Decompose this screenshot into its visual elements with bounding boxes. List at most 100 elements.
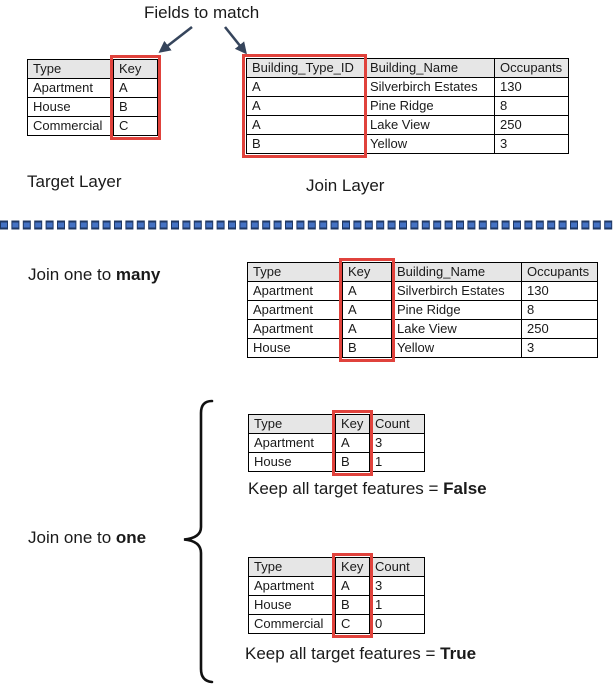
keep-features-false-prefix: Keep all target features =: [248, 479, 444, 498]
table-cell: House: [27, 97, 114, 117]
table-cell: 3: [369, 433, 425, 453]
table-cell: 3: [521, 338, 598, 358]
column-header: Type: [248, 414, 336, 434]
column-header: Occupants: [494, 58, 569, 78]
fields-to-match-title: Fields to match: [144, 3, 260, 22]
table-cell: Commercial: [27, 116, 114, 136]
table-cell: A: [246, 115, 365, 135]
table-cell: A: [342, 281, 392, 301]
keep-features-true-caption: Keep all target features = True: [245, 644, 476, 664]
join-one-to-many-label: Join one to many: [28, 265, 160, 285]
table-cell: House: [248, 595, 336, 615]
table-cell: Apartment: [248, 433, 336, 453]
table-cell: Apartment: [248, 576, 336, 596]
join-one-to-many-label-prefix: Join one to: [28, 265, 116, 284]
table-cell: Lake View: [391, 319, 522, 339]
table-cell: 8: [494, 96, 569, 116]
join-layer-label: Join Layer: [306, 176, 385, 195]
column-header: Count: [369, 557, 425, 577]
table-cell: 3: [494, 134, 569, 154]
column-header: Building_Name: [364, 58, 495, 78]
table-cell: Apartment: [247, 319, 343, 339]
table-cell: 250: [494, 115, 569, 135]
column-header: Building_Name: [391, 262, 522, 282]
table-cell: Yellow: [391, 338, 522, 358]
table-cell: Pine Ridge: [364, 96, 495, 116]
table-cell: 3: [369, 576, 425, 596]
table-cell: B: [335, 452, 370, 472]
table-cell: 8: [521, 300, 598, 320]
table-cell: C: [113, 116, 158, 136]
table-cell: A: [113, 78, 158, 98]
table-cell: B: [113, 97, 158, 117]
keep-features-true-prefix: Keep all target features =: [245, 644, 441, 663]
column-header: Key: [335, 557, 370, 577]
join-one-to-one-label: Join one to one: [28, 528, 146, 548]
join-one-to-many-label-bold: many: [115, 265, 161, 284]
one-to-one-brace-icon: [183, 399, 214, 684]
table-cell: C: [335, 614, 370, 634]
table-cell: B: [342, 338, 392, 358]
keep-features-true-value: True: [440, 644, 477, 663]
join-one-to-one-label-bold: one: [115, 528, 147, 547]
table-cell: A: [342, 300, 392, 320]
column-header: Building_Type_ID: [246, 58, 365, 78]
table-cell: Silverbirch Estates: [391, 281, 522, 301]
column-header: Occupants: [521, 262, 598, 282]
column-header: Count: [369, 414, 425, 434]
column-header: Key: [335, 414, 370, 434]
table-cell: Silverbirch Estates: [364, 77, 495, 97]
table-cell: B: [335, 595, 370, 615]
table-cell: Apartment: [247, 281, 343, 301]
table-cell: Commercial: [248, 614, 336, 634]
table-cell: 130: [494, 77, 569, 97]
table-cell: A: [335, 576, 370, 596]
table-cell: Lake View: [364, 115, 495, 135]
table-cell: Apartment: [247, 300, 343, 320]
column-header: Key: [113, 59, 158, 79]
column-header: Type: [248, 557, 336, 577]
keep-features-false-caption: Keep all target features = False: [248, 479, 487, 499]
table-cell: 1: [369, 452, 425, 472]
column-header: Type: [27, 59, 114, 79]
table-cell: 250: [521, 319, 598, 339]
table-cell: House: [248, 452, 336, 472]
table-cell: A: [342, 319, 392, 339]
table-cell: 1: [369, 595, 425, 615]
column-header: Key: [342, 262, 392, 282]
column-header: Type: [247, 262, 343, 282]
section-divider: [0, 220, 613, 230]
table-cell: A: [246, 96, 365, 116]
join-one-to-one-label-prefix: Join one to: [28, 528, 116, 547]
